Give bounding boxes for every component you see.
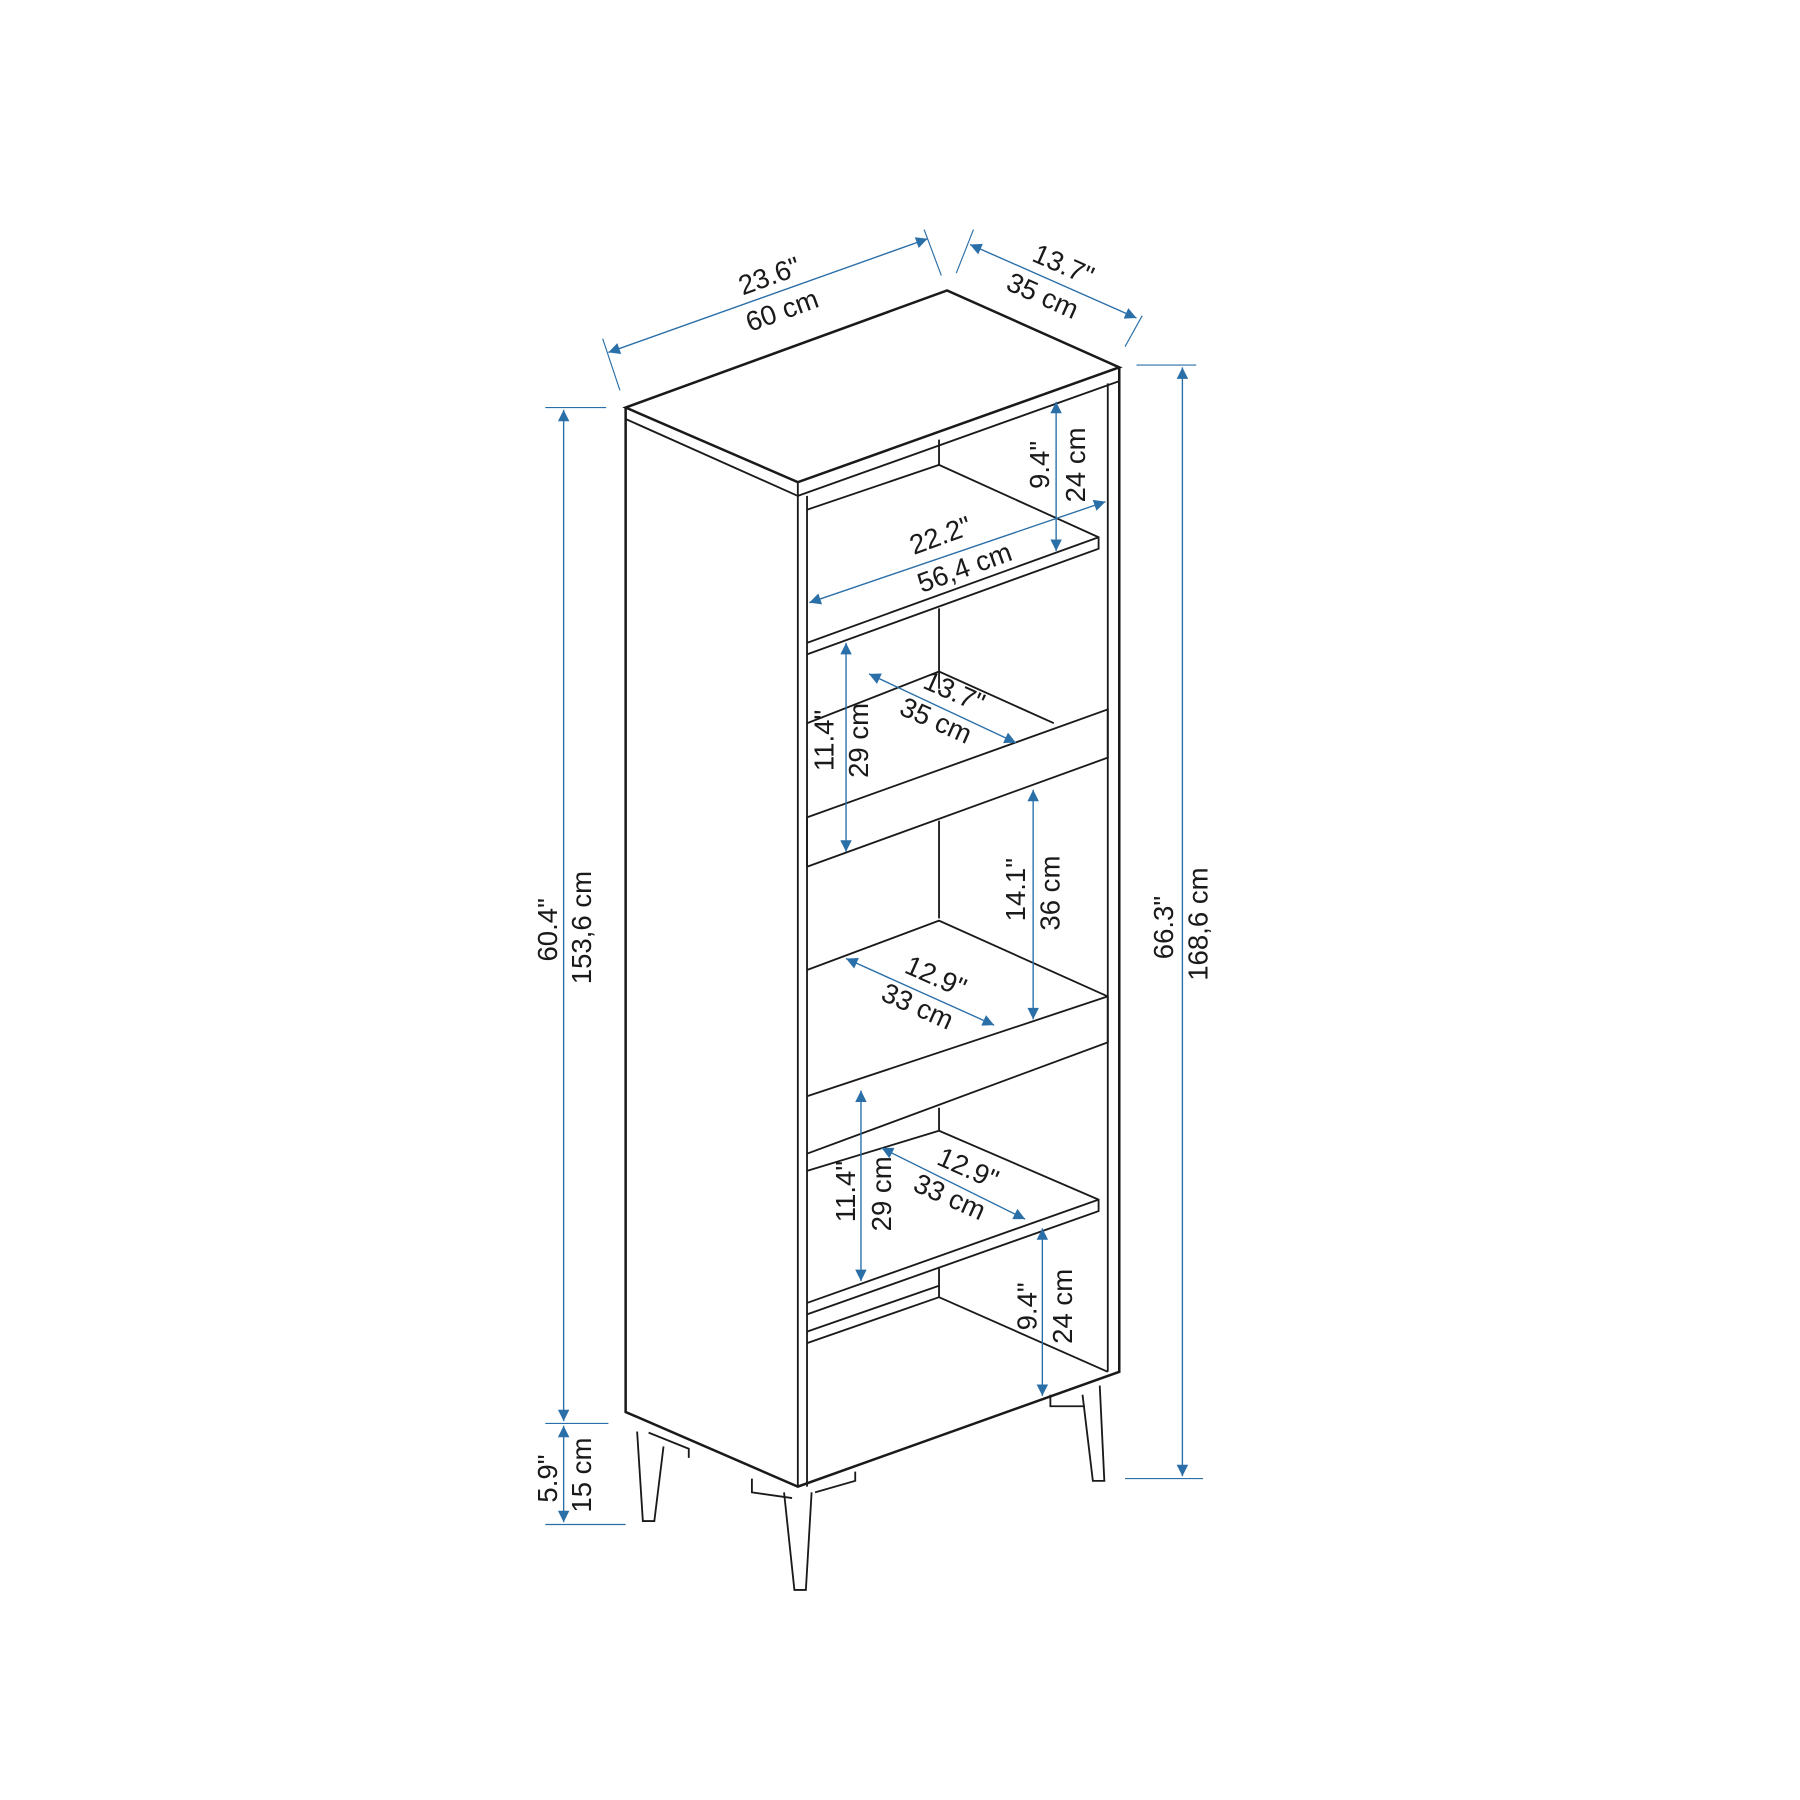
dimension-lines [545, 229, 1204, 1526]
middle-height-cm: 36 cm [1035, 856, 1066, 931]
top-compartment-cm: 24 cm [1060, 427, 1091, 502]
shelf-3 [806, 919, 1109, 1155]
fourth-height-cm: 29 cm [866, 1156, 897, 1231]
second-height-cm: 29 cm [843, 703, 874, 778]
leg-right [1081, 1385, 1106, 1482]
dimension-labels: 23.6" 60 cm 13.7" 35 cm 60.4" 153,6 cm 5… [532, 237, 1214, 1512]
bottom-compartment-cm: 24 cm [1047, 1269, 1078, 1344]
fourth-height-inches: 11.4" [830, 1161, 861, 1222]
top-compartment-inches: 9.4" [1024, 441, 1055, 489]
bookshelf-drawing [622, 289, 1123, 1591]
middle-height-inches: 14.1" [1000, 858, 1031, 921]
total-height-inches: 66.3" [1148, 896, 1179, 959]
bottom-compartment-inches: 9.4" [1012, 1282, 1043, 1330]
body-height-inches: 60.4" [532, 898, 563, 961]
leg-front [783, 1492, 813, 1591]
body-height-cm: 153,6 cm [566, 871, 597, 984]
second-height-inches: 11.4" [808, 710, 839, 771]
leg-height-inches: 5.9" [532, 1455, 563, 1503]
total-height-cm: 168,6 cm [1183, 867, 1214, 980]
leg-height-cm: 15 cm [566, 1438, 597, 1513]
shelf-4 [806, 1129, 1100, 1316]
leg-left [636, 1431, 665, 1522]
